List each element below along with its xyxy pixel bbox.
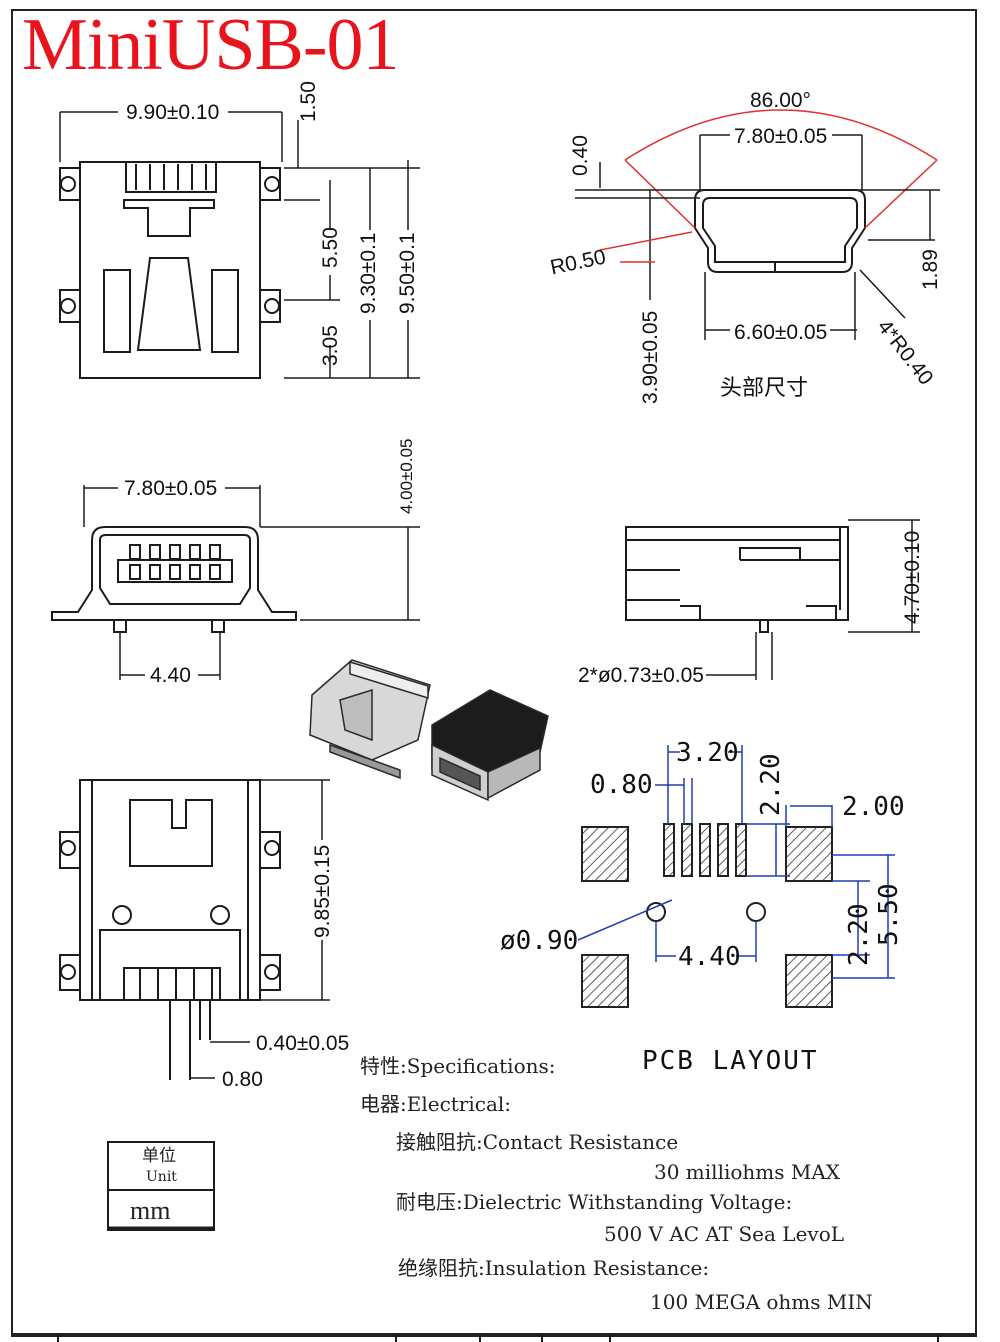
sheet-border — [11, 9, 977, 1337]
spec-insulation-label: 绝缘阻抗:Insulation Resistance: — [398, 1256, 710, 1280]
top-width-dim: 9.90±0.10 — [126, 101, 220, 124]
tab-dim: 1.50 — [297, 81, 320, 122]
bottom-pitch-dim: 0.80 — [222, 1068, 263, 1091]
head-profile — [694, 189, 866, 273]
head-dims — [575, 109, 940, 340]
spec-dielectric-label: 耐电压:Dielectric Withstanding Voltage: — [396, 1190, 793, 1214]
pcb-gap-dim: 2.20 — [844, 903, 874, 966]
top-d4-dim: 3.05 — [319, 325, 342, 366]
spec-heading: 特性:Specifications: — [360, 1054, 556, 1078]
top-d1-dim: 5.50 — [319, 227, 342, 268]
top-view — [59, 161, 281, 379]
product-photo — [309, 659, 549, 802]
spec-contact-value: 30 milliohms MAX — [654, 1160, 841, 1184]
pcb-hole-span-dim: 4.40 — [678, 942, 741, 972]
bottom-pin-width-dim: 0.40±0.05 — [256, 1032, 350, 1055]
title-block-strip — [57, 1334, 939, 1342]
pcb-layout — [581, 823, 833, 1008]
spec-insulation-value: 100 MEGA ohms MIN — [650, 1290, 873, 1314]
spec-dielectric-value: 500 V AC AT Sea LevoL — [604, 1222, 845, 1246]
unit-value: mm — [130, 1196, 171, 1225]
pcb-side-pad-dim: 2.00 — [842, 792, 905, 822]
spec-contact-label: 接触阻抗:Contact Resistance — [396, 1130, 679, 1154]
top-d2-dim: 9.30±0.1 — [357, 232, 380, 314]
top-view-dims — [59, 111, 420, 379]
pcb-hole-dim: ø0.90 — [500, 926, 579, 956]
head-angle-dim: 86.00° — [750, 89, 811, 112]
head-caption: 头部尺寸 — [720, 376, 809, 401]
pcb-dims — [577, 745, 895, 979]
front-width-dim: 7.80±0.05 — [124, 477, 218, 500]
front-view-dims — [83, 485, 420, 680]
side-view-dims — [706, 519, 920, 680]
pcb-pitch-dim: 0.80 — [590, 770, 653, 800]
head-depth-dim: 3.90±0.05 — [639, 310, 662, 404]
side-view — [625, 526, 849, 633]
head-shell-dim: 0.40 — [569, 135, 592, 176]
side-post-dim: 2*ø0.73±0.05 — [578, 664, 704, 687]
pcb-pad-len-dim: 2.20 — [756, 753, 786, 816]
bottom-view-dims — [190, 779, 330, 1079]
front-height-dim: 4.00±0.05 — [397, 438, 416, 514]
bottom-view — [59, 779, 281, 1080]
head-top-width-dim: 7.80±0.05 — [734, 125, 828, 148]
head-height-dim: 1.89 — [919, 249, 942, 290]
pcb-total-dim: 5.50 — [874, 883, 904, 946]
spec-electrical: 电器:Electrical: — [360, 1092, 512, 1116]
unit-box — [107, 1141, 215, 1231]
unit-en: Unit — [146, 1169, 177, 1185]
bottom-length-dim: 9.85±0.15 — [311, 844, 334, 938]
side-height-dim: 4.70±0.10 — [901, 530, 924, 624]
pcb-caption: PCB LAYOUT — [642, 1046, 819, 1076]
front-view — [51, 526, 297, 633]
front-pin-span-dim: 4.40 — [150, 664, 191, 687]
unit-cn: 单位 — [142, 1146, 176, 1166]
head-bottom-width-dim: 6.60±0.05 — [734, 321, 828, 344]
drawing-title: MiniUSB-01 — [22, 4, 400, 86]
pcb-span-dim: 3.20 — [676, 738, 739, 768]
top-d3-dim: 9.50±0.1 — [396, 232, 419, 314]
